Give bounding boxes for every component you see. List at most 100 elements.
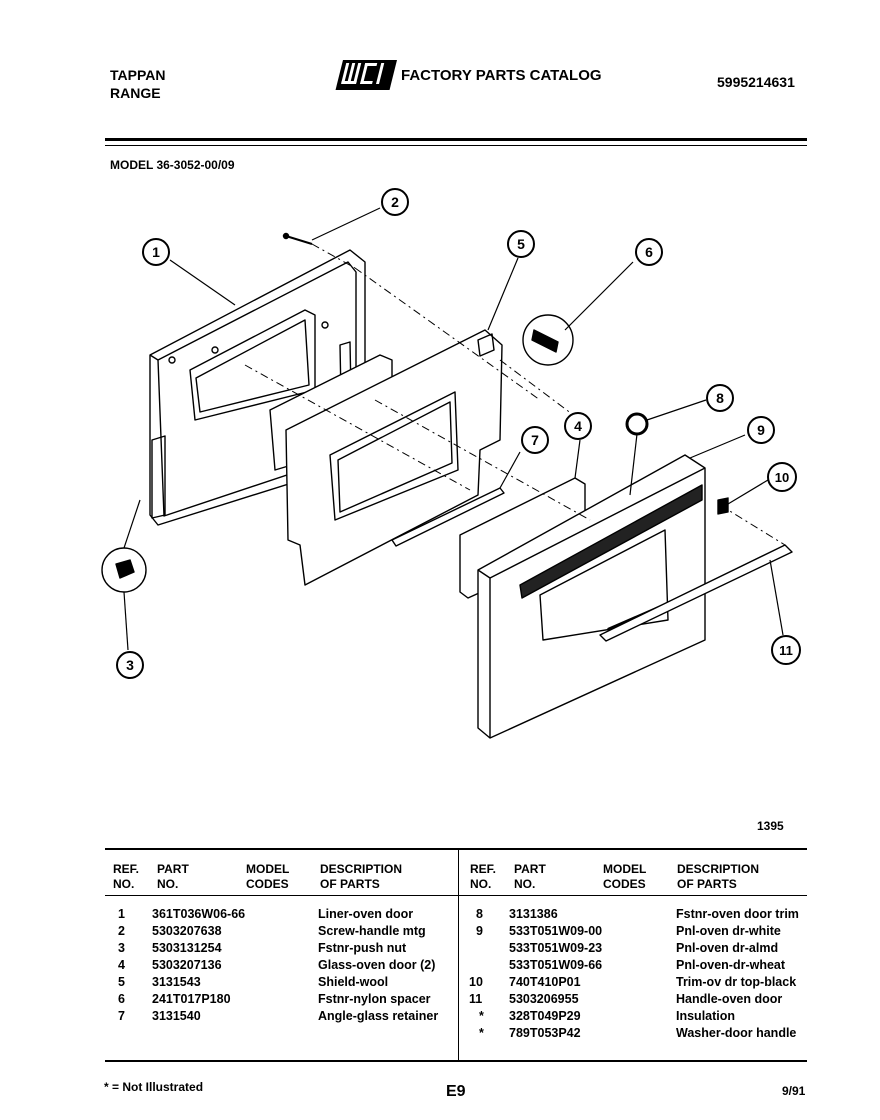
callout-label-3: 3 [126,657,134,673]
table-row-part: 789T053P42 [509,1026,581,1040]
table-row-ref: 5 [118,975,125,989]
table-row-ref: 9 [476,924,483,938]
callout-label-4: 4 [574,418,582,434]
table-row-desc: Fstnr-push nut [318,941,407,955]
brand-line-2: RANGE [110,85,161,101]
table-row-ref: 8 [476,907,483,921]
table-row-desc: Washer-door handle [676,1026,797,1040]
callout-label-9: 9 [757,422,765,438]
figure-number: 1395 [757,819,784,833]
callout-label-10: 10 [775,470,789,485]
table-row-part: 5303207136 [152,958,222,972]
exploded-parts-diagram: 1 2 3 4 5 6 7 8 9 10 11 [101,188,801,739]
callout-2 [381,188,409,216]
callout-8 [706,384,734,412]
callout-3 [116,651,144,679]
part-outer-door-panel [477,454,706,739]
table-row-desc: Angle-glass retainer [318,1009,439,1023]
table-row-part: 533T051W09-23 [509,941,603,955]
table-row-ref: 1 [118,907,125,921]
callout-11 [771,635,801,665]
callout-label-1: 1 [152,244,160,260]
table-row-part: 740T410P01 [509,975,581,989]
callout-label-5: 5 [517,236,525,252]
table-center-divider [458,848,459,1060]
table-row-desc: Trim-ov dr top-black [676,975,797,989]
table-row-ref: 3 [118,941,125,955]
header-rule-thick [105,138,807,141]
callout-label-8: 8 [716,390,724,406]
part-screw [282,232,313,245]
header-ref-left: REF.NO. [113,862,140,891]
table-bottom-rule [105,1060,807,1062]
table-row-desc: Pnl-oven dr-white [676,924,781,938]
callout-1 [142,238,170,266]
header-rule-thin [105,145,807,146]
table-row-part: 3131540 [152,1009,201,1023]
header-ref-right: REF.NO. [470,862,497,891]
table-row-ref: * [479,1026,484,1040]
table-row-part: 533T051W09-00 [509,924,603,938]
table-row-ref: 2 [118,924,125,938]
table-header-rule [105,895,807,896]
part-door-handle [599,544,793,642]
table-row-desc: Handle-oven door [676,992,783,1006]
table-row-part: 5303207638 [152,924,222,938]
callout-label-11: 11 [779,643,793,658]
table-row-ref: 7 [118,1009,125,1023]
table-row-desc: Liner-oven door [318,907,414,921]
part-push-nut [101,547,147,593]
callout-7 [521,426,549,454]
brand-line-1: TAPPAN [110,67,166,83]
model-line: MODEL 36-3052-00/09 [110,158,235,172]
table-row-ref: 6 [118,992,125,1006]
part-door-liner-panel [285,329,503,586]
table-row-desc: Fstnr-oven door trim [676,907,799,921]
table-row-ref: 11 [469,992,483,1006]
callout-label-6: 6 [645,244,653,260]
table-row-desc: Glass-oven door (2) [318,958,436,972]
callout-9 [747,416,775,444]
table-row-ref: * [479,1009,484,1023]
table-row-desc: Fstnr-nylon spacer [318,992,431,1006]
table-row-desc: Insulation [676,1009,736,1023]
table-row-part: 5303131254 [152,941,222,955]
callout-label-7: 7 [531,432,539,448]
table-row-desc: Screw-handle mtg [318,924,426,938]
callout-4 [564,412,592,440]
table-row-part: 3131386 [509,907,558,921]
table-row-part: 3131543 [152,975,201,989]
catalog-date: 9/91 [782,1084,806,1098]
wci-logo [334,56,400,92]
part-nylon-spacer [522,314,574,366]
catalog-title: FACTORY PARTS CATALOG [401,67,602,84]
table-row-ref: 10 [469,975,483,989]
callout-6 [635,238,663,266]
callout-5 [507,230,535,258]
page-number: E9 [446,1083,466,1100]
part-trim-clip [717,497,729,515]
brand-name: TAPPAN RANGE [110,66,165,102]
table-top-rule [105,848,807,850]
table-row-part: 361T036W06-66 [152,907,246,921]
table-row-part: 533T051W09-66 [509,958,603,972]
table-row-part: 5303206955 [509,992,579,1006]
callout-10 [767,462,797,492]
footnote-not-illustrated: * = Not Illustrated [104,1080,204,1094]
table-row-part: 241T017P180 [152,992,231,1006]
table-row-part: 328T049P29 [509,1009,581,1023]
part-trim-fastener [625,412,649,436]
callout-label-2: 2 [391,194,399,210]
table-row-desc: Pnl-oven-dr-wheat [676,958,786,972]
part-angle-glass-retainer [391,487,505,547]
table-row-desc: Pnl-oven dr-almd [676,941,779,955]
table-row-ref: 4 [118,958,125,972]
catalog-number: 5995214631 [717,74,795,90]
table-row-desc: Shield-wool [318,975,389,989]
